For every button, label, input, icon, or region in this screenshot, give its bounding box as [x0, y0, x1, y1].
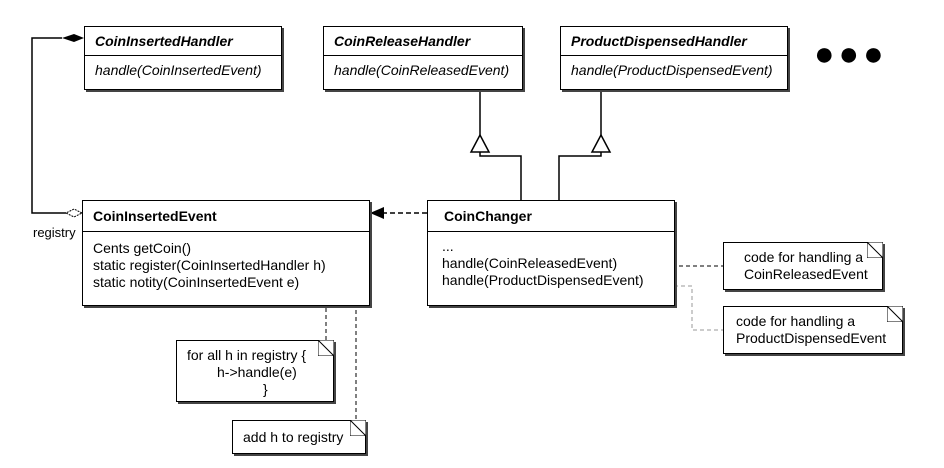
class-name: ProductDispensedHandler [561, 27, 787, 56]
registry-label: registry [33, 225, 76, 240]
note-register: add h to registry [232, 420, 366, 454]
registry-association [31, 34, 84, 218]
class-name: CoinChanger [428, 201, 674, 232]
class-operation: handle(CoinInsertedEvent) [95, 62, 262, 78]
note-fold-icon [318, 340, 334, 356]
class-coin-release-handler: CoinReleaseHandler handle(CoinReleasedEv… [323, 26, 523, 90]
class-operation: handle(CoinReleasedEvent) [334, 62, 510, 78]
note-product-dispensed: code for handling a ProductDispensedEven… [723, 306, 903, 354]
dependency-arrow [370, 207, 427, 219]
operation-register: static register(CoinInsertedHandler h) [93, 257, 326, 273]
inherit-coin-release [469, 90, 522, 200]
class-product-dispensed-handler: ProductDispensedHandler handle(ProductDi… [560, 26, 788, 90]
note-line: } [263, 381, 268, 397]
note-line: ProductDispensedEvent [736, 330, 887, 346]
operation-get-coin: Cents getCoin() [93, 240, 192, 256]
note-fold-icon [350, 420, 366, 436]
note-fold-icon [867, 242, 883, 258]
operation-handle-coin-released: handle(CoinReleasedEvent) [442, 255, 618, 271]
note-line: CoinReleasedEvent [744, 266, 868, 282]
class-name: CoinInsertedEvent [83, 201, 369, 232]
note-fold-icon [887, 306, 903, 322]
note-line: code for handling a [736, 313, 856, 329]
class-coin-inserted-handler: CoinInsertedHandler handle(CoinInsertedE… [84, 26, 282, 90]
note-notify: for all h in registry { h->handle(e) } [176, 340, 334, 402]
operation-handle-product-dispensed: handle(ProductDispensedEvent) [442, 272, 644, 288]
class-name: CoinReleaseHandler [324, 27, 522, 56]
note-line: code for handling a [744, 249, 864, 265]
inherit-product-dispensed [558, 90, 612, 200]
note-coin-released: code for handling a CoinReleasedEvent [723, 242, 883, 290]
operation-ellipsis: ... [442, 238, 454, 254]
class-operation: handle(ProductDispensedEvent) [571, 62, 773, 78]
class-coin-changer: CoinChanger ... handle(CoinReleasedEvent… [427, 200, 675, 306]
note-line: for all h in registry { [187, 347, 307, 363]
operation-notify: static notity(CoinInsertedEvent e) [93, 274, 300, 290]
note-line: h->handle(e) [217, 364, 297, 380]
more-handlers-ellipsis: ●●● [814, 35, 888, 73]
note-line: add h to registry [243, 429, 344, 445]
class-coin-inserted-event: CoinInsertedEvent Cents getCoin() static… [82, 200, 370, 306]
class-name: CoinInsertedHandler [85, 27, 281, 56]
